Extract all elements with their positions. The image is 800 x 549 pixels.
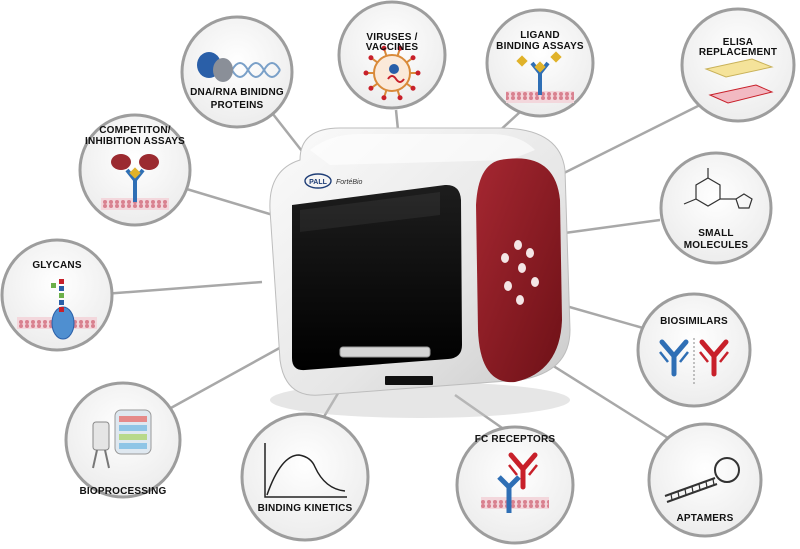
dna-icon xyxy=(197,52,281,82)
label-kinetics: BINDING KINETICS xyxy=(258,503,353,514)
ligand-molecule xyxy=(550,51,562,63)
ligand-molecule xyxy=(516,55,528,67)
competition-icon xyxy=(101,154,169,210)
plate-holes xyxy=(501,240,539,305)
application-glycans: GLYCANS xyxy=(0,238,114,352)
virus-icon xyxy=(363,45,421,101)
connector-glycans xyxy=(89,280,263,297)
application-kinetics: BINDING KINETICS xyxy=(240,412,370,542)
circle-small xyxy=(659,151,773,265)
antibody-red-icon xyxy=(508,452,538,490)
application-competition: COMPETITON/INHIBITION ASSAYS xyxy=(78,113,192,227)
label-elisa: ELISA xyxy=(723,37,753,48)
elisa-plate-icon xyxy=(704,58,774,104)
label-elisa: REPLACEMENT xyxy=(699,47,777,58)
glycan-icon xyxy=(17,279,97,340)
receptor-blue-icon xyxy=(497,475,521,513)
antibody-red-icon xyxy=(699,339,729,377)
label-viruses: VIRUSES / xyxy=(366,32,417,43)
product-name: FortéBio xyxy=(336,179,363,186)
aptamer-icon xyxy=(664,457,740,503)
application-biosimilars: BIOSIMILARS xyxy=(636,292,752,408)
label-bioprocessing: BIOPROCESSING xyxy=(79,486,166,497)
window-reflection xyxy=(300,192,440,232)
application-bioprocessing: BIOPROCESSING xyxy=(64,381,182,499)
label-aptamers: APTAMERS xyxy=(677,513,734,524)
label-small: MOLECULES xyxy=(684,240,749,251)
circle-kinetics xyxy=(240,412,370,542)
label-small: SMALL xyxy=(698,228,733,239)
connector-fc xyxy=(454,393,506,432)
instrument-top-highlight xyxy=(310,134,535,165)
label-ligand: LIGAND xyxy=(520,30,560,41)
circle-dna xyxy=(180,15,294,129)
application-fc: FC RECEPTORS xyxy=(455,425,575,545)
receptor xyxy=(530,61,550,95)
receptor xyxy=(125,168,145,202)
application-viruses: VIRUSES /VACCINES xyxy=(337,0,447,110)
bioreactor-icon xyxy=(92,409,152,469)
label-competition: COMPETITON/ xyxy=(99,125,170,136)
molecule-structure-icon xyxy=(683,168,753,209)
status-display xyxy=(385,376,433,385)
instrument: PALL FortéBio xyxy=(269,127,571,418)
ligand-molecule xyxy=(129,167,141,179)
instrument-window xyxy=(292,184,462,371)
label-glycans: GLYCANS xyxy=(32,260,82,271)
label-viruses: VACCINES xyxy=(366,42,419,53)
membrane xyxy=(481,497,549,509)
application-aptamers: APTAMERS xyxy=(647,422,763,538)
label-ligand: BINDING ASSAYS xyxy=(496,41,584,52)
label-biosimilars: BIOSIMILARS xyxy=(660,316,728,327)
connector-viruses xyxy=(394,109,400,131)
circle-aptamers xyxy=(647,422,763,538)
membrane xyxy=(101,198,169,210)
membrane xyxy=(506,91,574,103)
application-dna: DNA/RNA BINIDNG PROTEINS xyxy=(180,15,294,129)
biosimilar-antibodies-icon xyxy=(659,338,729,384)
label-competition: INHIBITION ASSAYS xyxy=(85,136,185,147)
drawer-handle xyxy=(339,346,431,358)
kinetics-curve-icon xyxy=(264,443,347,498)
connector-small xyxy=(549,218,661,237)
antibody-blue-icon xyxy=(659,339,689,377)
device-logo: PALL FortéBio xyxy=(304,173,363,189)
label-dna: PROTEINS xyxy=(211,100,264,111)
fc-receptor-icon xyxy=(481,452,549,513)
label-fc: FC RECEPTORS xyxy=(475,434,556,445)
brand-name: PALL xyxy=(309,179,327,186)
circle-fc xyxy=(455,425,575,545)
label-dna: DNA/RNA BINIDNG xyxy=(190,87,284,98)
ligand-binding-icon xyxy=(506,51,574,103)
